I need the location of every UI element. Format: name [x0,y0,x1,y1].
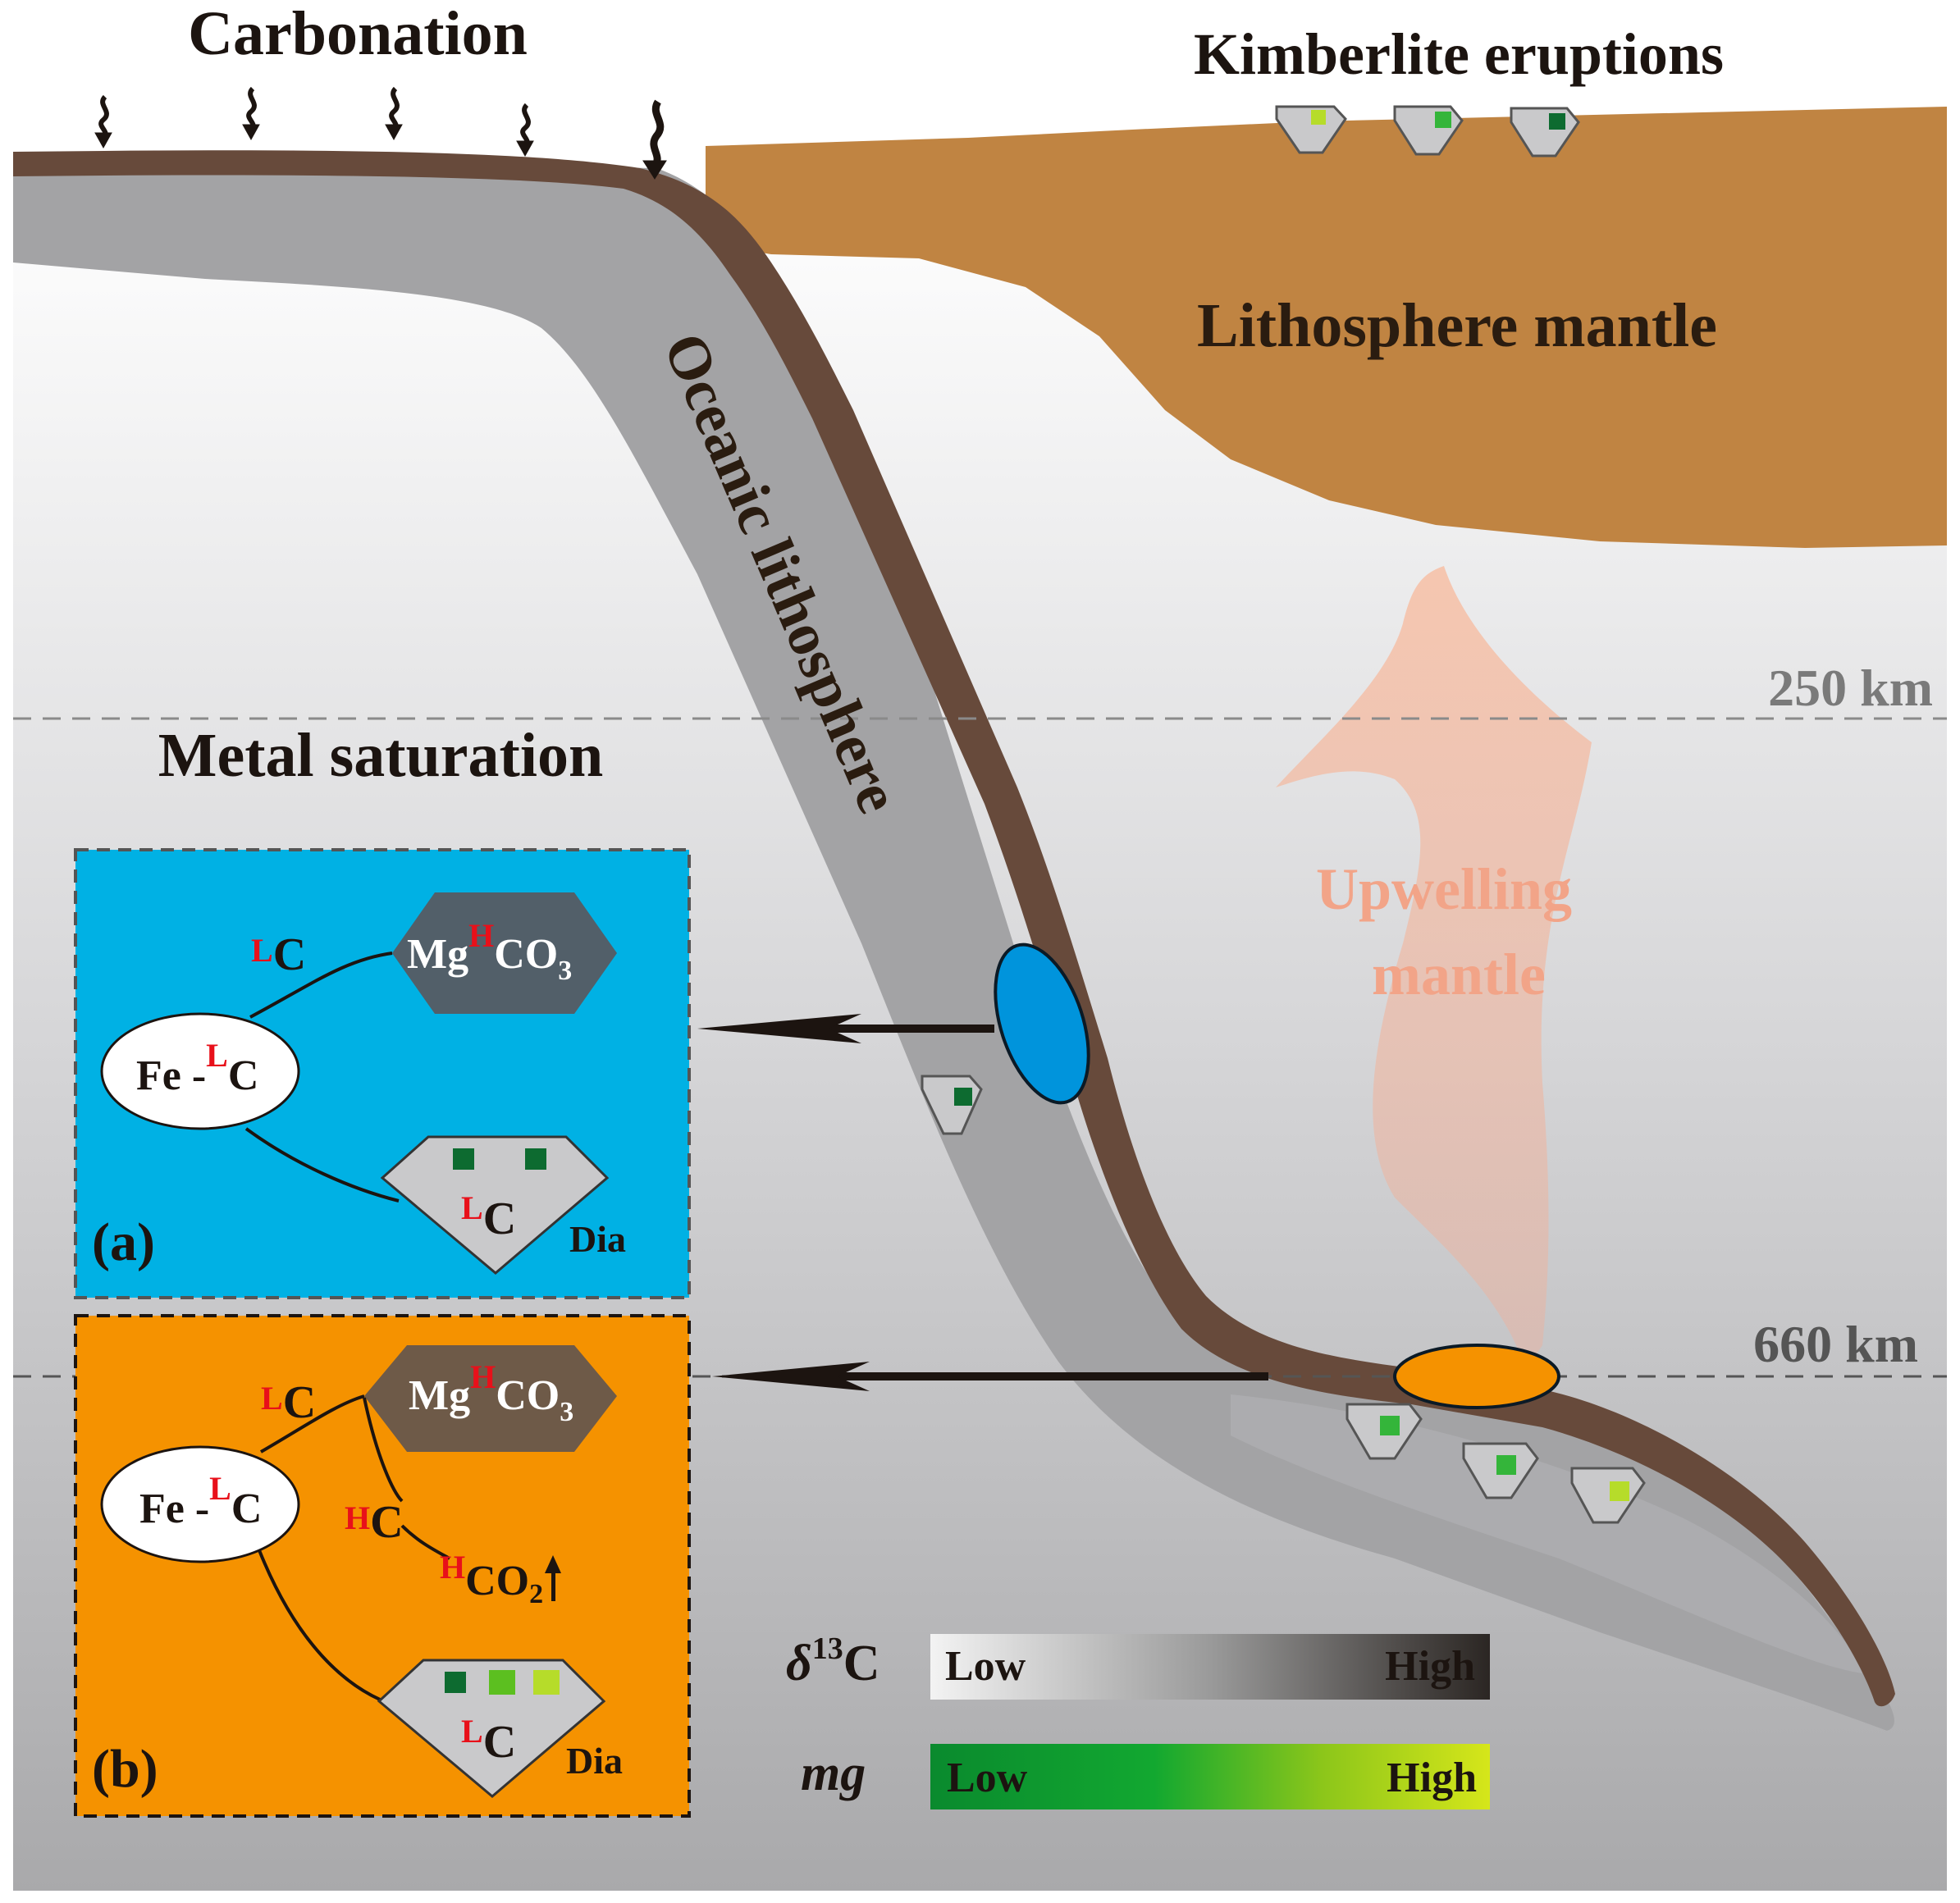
legend-mg-bar [930,1744,1490,1809]
kimberlite-eruptions-label: Kimberlite eruptions [1194,21,1724,87]
diamond-slab-4 [1570,1467,1646,1524]
upwelling-arrow [1276,566,1592,1370]
carbonation-label: Carbonation [188,0,528,68]
legend-delta13c-high: High [1385,1643,1475,1690]
diamond-kimberlite-2 [1393,105,1464,156]
panel-a-carbonate-label: MgHCO3 [407,917,572,986]
panel-b-carbonate-label: MgHCO3 [409,1358,573,1427]
upwelling-label: Upwelling [1316,856,1572,922]
panel-a: MgHCO3 Fe -LC LC LC Dia (a) [74,848,691,1299]
legend-mg-low: Low [947,1755,1028,1801]
panel-a-dia-label: Dia [569,1218,626,1260]
diamond-kimberlite-3 [1510,107,1580,157]
legend: δ13C Low High mg Low High [786,1631,1490,1809]
arrow-to-panel-a [697,1014,994,1043]
panel-b-reaction-curve-bottom [258,1549,398,1708]
legend-mg-high: High [1387,1755,1477,1801]
panel-b-carbonate-hexagon [364,1345,617,1452]
carbonation-arrows [94,86,667,180]
metal-saturation-label: Metal saturation [158,721,603,790]
diamond-slab-3 [1462,1442,1539,1499]
panel-a-diamond-carbon-label: LC [461,1189,516,1244]
panel-b-degassing-arrow-icon [545,1555,561,1601]
panel-b-dia-label: Dia [566,1740,623,1782]
panel-b-fe-c-label: Fe -LC [139,1470,262,1532]
depth-660-label: 660 km [1753,1315,1918,1373]
panel-b-fe-c-ellipse [100,1445,300,1563]
panel-a-tag: (a) [92,1212,155,1272]
lithosphere-mantle-label: Lithosphere mantle [1197,291,1717,360]
panel-b-co2-label: HCO2 [440,1549,543,1609]
panel-a-diamond [380,1135,610,1275]
diamond-kimberlite-1 [1275,105,1347,154]
panel-a-reaction-curve-bottom [244,1127,400,1202]
diamond-symbols [921,105,1646,1524]
panel-b-reaction-curve-top [260,1394,365,1453]
orange-melt-pocket [1393,1344,1560,1409]
panel-b-inclusion-1 [445,1672,466,1693]
slab-shading [1231,1394,1862,1673]
lithosphere-mantle [706,107,1947,548]
panel-b-inclusion-2 [489,1670,515,1695]
panel-b-diamond-carbon-label: LC [461,1713,516,1768]
panel-a-fe-c-ellipse [100,1012,300,1130]
panel-b: MgHCO3 Fe -LC LC HC HCO2 LC Dia (b) [74,1314,691,1818]
diamond-slab-2 [1346,1403,1423,1460]
panel-a-carbonate-hexagon [392,892,617,1014]
panel-b-light-carbon-label: LC [261,1377,316,1428]
upwelling-mantle-label: mantle [1372,942,1546,1007]
legend-mg-label: mg [801,1746,866,1801]
panel-a-reaction-curve-top [249,952,393,1019]
diamond-slab-1 [921,1075,983,1135]
panel-a-inclusion-1 [453,1148,474,1170]
arrow-to-panel-b [712,1362,1268,1391]
panel-a-light-carbon-label: LC [251,929,306,980]
panel-b-tag: (b) [92,1739,158,1799]
legend-delta13c-low: Low [945,1643,1026,1690]
legend-delta13c-bar [930,1634,1490,1700]
panel-a-inclusion-2 [525,1148,546,1170]
blue-melt-pocket [994,942,1090,1105]
panel-a-fe-c-label: Fe -LC [136,1037,258,1099]
panel-b-heavy-carbon-label: HC [345,1497,404,1548]
legend-delta13c-label: δ13C [786,1631,880,1691]
depth-250-label: 250 km [1768,659,1933,717]
panel-b-inclusion-3 [533,1670,560,1695]
panel-b-reaction-curve-mid [363,1397,450,1560]
oceanic-slab [13,164,1894,1731]
